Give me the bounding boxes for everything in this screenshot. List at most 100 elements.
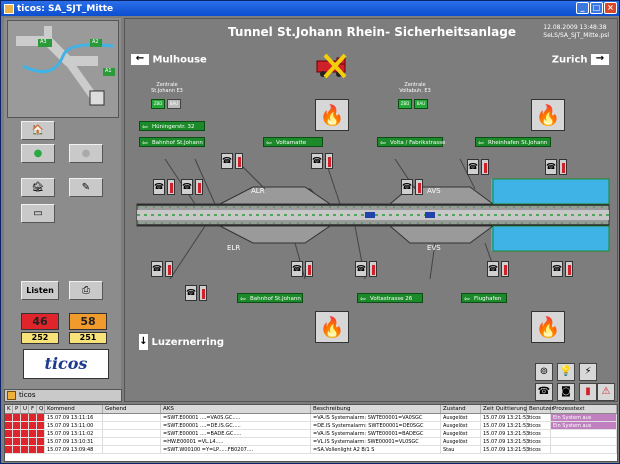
col-kommend[interactable]: Kommend [45,405,103,413]
sos-phone-5[interactable]: ☎ [401,179,413,195]
sos-phone-9[interactable]: ☎ [185,285,197,301]
fire-alarm-button-4[interactable]: 🔥 [531,311,565,343]
extinguisher-6[interactable] [481,159,489,175]
col-zeit-quittierung[interactable]: Zeit Quittierung [483,405,527,413]
building-icon: 🏚 [31,182,45,193]
extinguisher-tool-button[interactable]: ▮ [579,383,597,401]
exit-voltastrasse[interactable]: Voltastrasse 26 [357,293,423,304]
alarm-counter-orange[interactable]: 58 [69,313,107,330]
extinguisher-8[interactable] [165,261,173,277]
table-row[interactable]: 15.07.09 13:11:02 =SWT.E00001 ....=BADE.… [5,430,617,438]
col-zustand[interactable]: Zustand [441,405,481,413]
col-prozesstext[interactable]: Prozesstext [551,405,617,413]
building-button[interactable]: 🏚 [21,178,55,197]
extinguisher-13[interactable] [565,261,573,277]
overview-map[interactable]: A3 A2 A1 [7,20,119,118]
lamp-icon: 💡 [559,366,573,377]
sos-phone-11[interactable]: ☎ [355,261,367,277]
zentrale-left-zbd[interactable]: ZBD [151,99,165,109]
sos-phone-7[interactable]: ☎ [545,159,557,175]
sos-phone-4[interactable]: ☎ [311,153,323,169]
alarm-bell-button[interactable]: ⊚ [535,363,553,381]
exit-bahnhof-st-johann-bottom[interactable]: Bahnhof St.Johann [237,293,303,304]
extinguisher-12[interactable] [501,261,509,277]
col-benutzer[interactable]: Benutzer [529,405,554,413]
col-u[interactable]: U [23,405,29,413]
warning-button[interactable]: ⚠ [597,383,615,401]
close-button[interactable]: × [604,2,617,14]
exit-flughafen[interactable]: Flughafen [461,293,507,304]
col-beschreibung[interactable]: Beschreibung [311,405,441,413]
col-k[interactable]: K [5,405,13,413]
sos-phone-10[interactable]: ☎ [291,261,303,277]
sos-phone-12[interactable]: ☎ [487,261,499,277]
col-q[interactable]: Q [39,405,45,413]
user-field[interactable]: ticos [4,389,122,402]
exit-voltamatte[interactable]: Voltamatte [263,137,323,148]
zentrale-left-bau[interactable]: BAU [167,99,181,109]
print-button[interactable]: ⎙ [69,281,103,300]
phone-tool-button[interactable]: ☎ [535,383,553,401]
fire-truck-icon[interactable] [315,53,351,79]
col-aks[interactable]: AKS [161,405,311,413]
exit-rheinhafen[interactable]: Rheinhafen St.Johann [475,137,551,148]
alarm-sub-counter-1: 252 [21,332,59,344]
sos-phone-6[interactable]: ☎ [467,159,479,175]
listen-button[interactable]: Listen [21,281,59,300]
table-row[interactable]: 15.07.09 13:09:48 =SWT.W00100 =Y=LP.....… [5,446,617,454]
col-f[interactable]: F [29,405,37,413]
col-p[interactable]: P [13,405,21,413]
zentrale-right-bau[interactable]: BAU [414,99,428,109]
extinguisher-11[interactable] [369,261,377,277]
forward-button[interactable]: ● [21,144,55,163]
page-title: Tunnel St.Johann Rhein- Sicherheitsanlag… [228,25,516,39]
edit-button[interactable]: ✎ [69,178,103,197]
sos-phone-13[interactable]: ☎ [551,261,563,277]
extinguisher-7[interactable] [559,159,567,175]
tool-icon-panel: ⊚ 💡 ⚡ ☎ ◙ ▮ ⚠ [533,361,617,401]
screen-name: SeLS/SA_SJT_Mitte.psl [543,32,609,39]
exit-bahnhof-st-johann-top[interactable]: Bahnhof St.Johann [139,137,205,148]
minimize-button[interactable]: _ [576,2,589,14]
sos-phone-1[interactable]: ☎ [153,179,165,195]
sos-phone-3[interactable]: ☎ [221,153,233,169]
lightning-button[interactable]: ⚡ [579,363,597,381]
extinguisher-5[interactable] [415,179,423,195]
col-gehend[interactable]: Gehend [103,405,161,413]
fire-alarm-button-1[interactable]: 🔥 [315,99,349,131]
camera-button[interactable]: ◙ [557,383,575,401]
alarm-counter-red[interactable]: 46 [21,313,59,330]
zentrale-right-zbd[interactable]: ZBD [398,99,412,109]
fire-alarm-button-2[interactable]: 🔥 [531,99,565,131]
sos-phone-8[interactable]: ☎ [151,261,163,277]
exit-hueningerstr[interactable]: Hüningerstr. 32 [139,121,205,132]
flame-icon: 🔥 [319,315,345,339]
disabled-button[interactable]: ● [69,144,103,163]
alarm-sub-counter-2: 251 [69,332,107,344]
extinguisher-2[interactable] [195,179,203,195]
extinguisher-9[interactable] [199,285,207,301]
phone-icon: ☎ [402,182,412,191]
direction-zurich: Zurich → [552,54,609,66]
extinguisher-10[interactable] [305,261,313,277]
alarm-list[interactable]: K P U F Q Kommend Gehend AKS Beschreibun… [4,404,618,462]
sos-phone-2[interactable]: ☎ [181,179,193,195]
bell-icon: ⊚ [539,366,549,377]
fire-alarm-button-3[interactable]: 🔥 [315,311,349,343]
lamp-button[interactable]: 💡 [557,363,575,381]
phone-icon: ☎ [312,156,322,165]
direction-mulhouse: ← Mulhouse [131,54,207,66]
table-row[interactable]: 15.07.09 13:10:31 =HW.E00001 =VL.L4.....… [5,438,617,446]
table-row[interactable]: 15.07.09 13:11:16 =SWT.E00001 ....=VA0S.… [5,414,617,422]
table-row[interactable]: 15.07.09 13:11:00 =SWT.E00001 ....=DE.IS… [5,422,617,430]
extinguisher-1[interactable] [167,179,175,195]
extinguisher-3[interactable] [235,153,243,169]
monitor-button[interactable]: ▭ [21,204,55,223]
extinguisher-4[interactable] [325,153,333,169]
maximize-button[interactable]: □ [590,2,603,14]
exit-volta-fabrikstrasse[interactable]: Volta / Fabrikstrasse [377,137,445,148]
zentrale-st-johann: Zentrale St.Johann E3 [151,82,183,94]
home-button[interactable]: 🏠 [21,121,55,140]
printer-icon: ⎙ [82,285,90,296]
